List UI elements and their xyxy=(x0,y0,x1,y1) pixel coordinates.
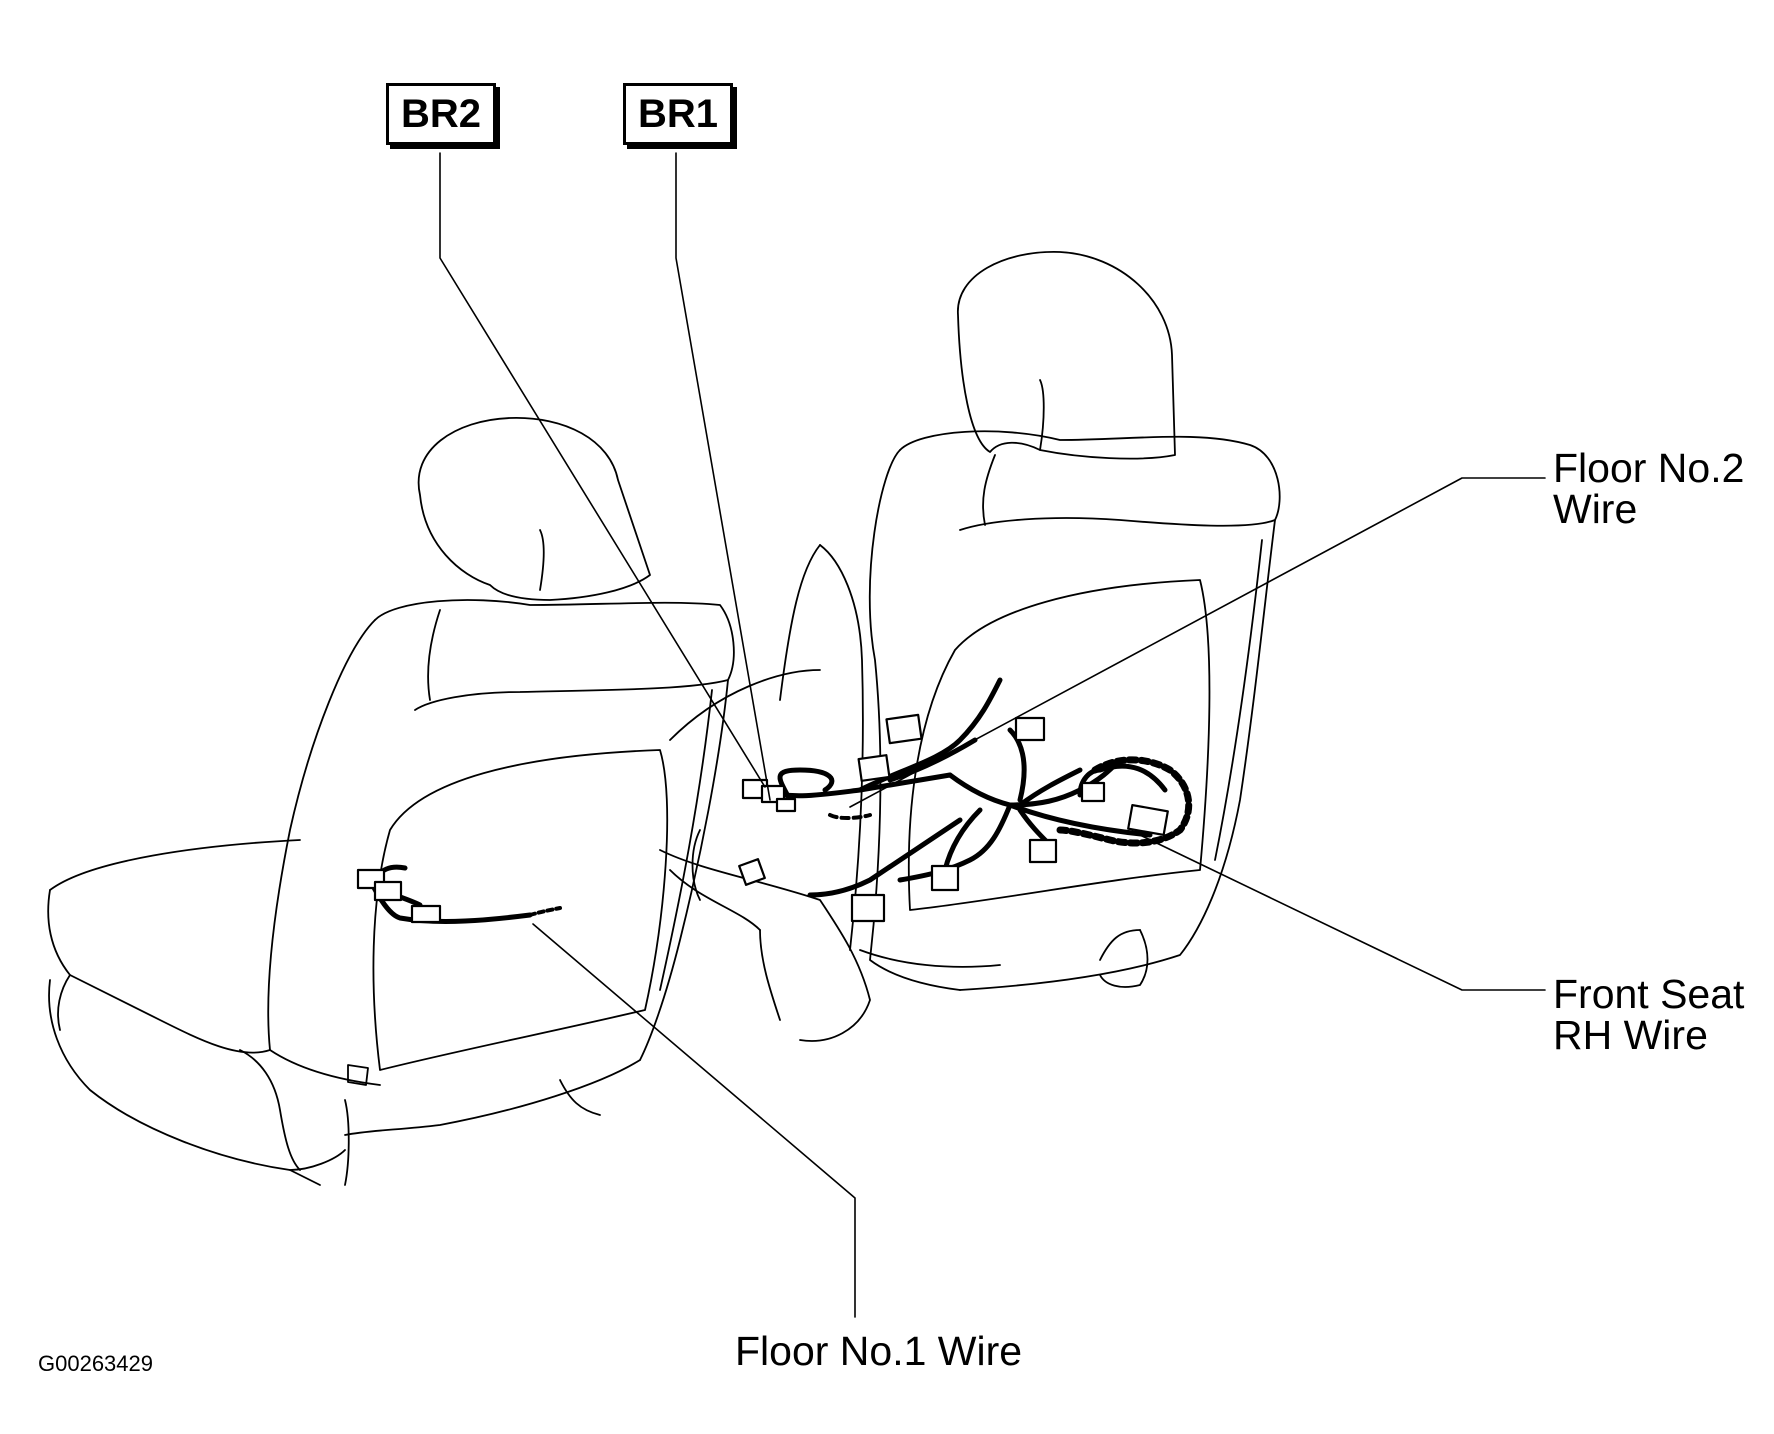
connector-blocks xyxy=(356,713,1169,924)
connector-br1-label: BR1 xyxy=(637,92,719,136)
left-seat-cushion xyxy=(47,839,346,1186)
left-seat-outline xyxy=(267,417,735,1186)
leader-lines xyxy=(439,152,1546,1318)
floor-no1-wire-label: Floor No.1 Wire xyxy=(735,1328,1023,1374)
front-seat-rh-line1: Front Seat xyxy=(1553,971,1745,1017)
figure-code: G00263429 xyxy=(38,1351,153,1376)
floor-no2-line2: Wire xyxy=(1553,486,1638,532)
right-seat-cushion xyxy=(659,669,871,1042)
harness-dashed xyxy=(828,756,1193,847)
connector-br1-box: BR1 xyxy=(623,83,733,145)
floor-no2-wire-label: Floor No.2 Wire xyxy=(1553,448,1744,530)
connector-br2-label: BR2 xyxy=(400,92,482,136)
front-seat-rh-wire-label: Front Seat RH Wire xyxy=(1553,974,1744,1056)
harness-left-dash xyxy=(528,906,562,917)
floor-no2-line1: Floor No.2 xyxy=(1553,445,1745,491)
right-seat-outline xyxy=(779,251,1281,991)
front-seat-rh-line2: RH Wire xyxy=(1553,1012,1708,1058)
connector-br2-box: BR2 xyxy=(386,83,496,145)
